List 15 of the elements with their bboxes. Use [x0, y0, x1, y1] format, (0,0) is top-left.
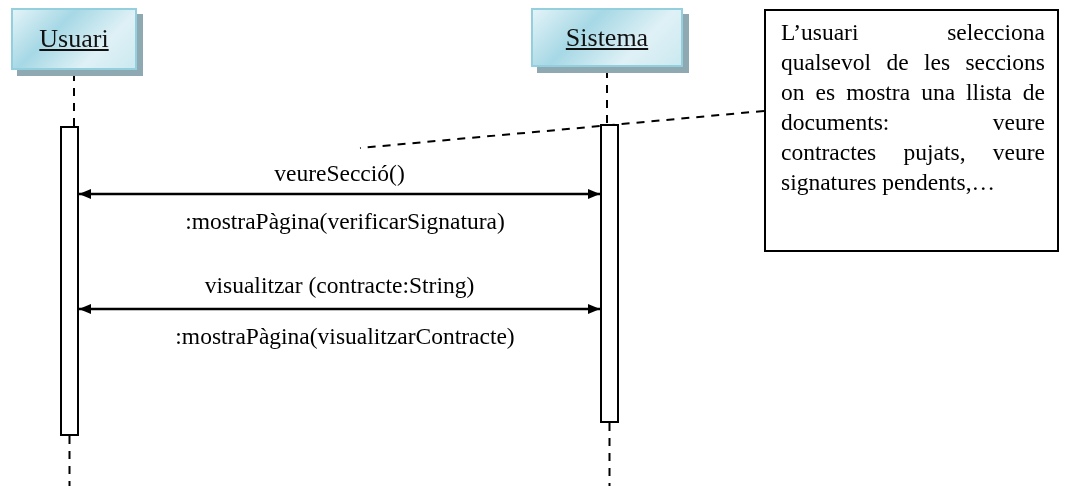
lifeline — [68, 435, 71, 486]
activation-bar — [60, 126, 79, 436]
message-arrow — [79, 304, 600, 314]
return-message-label: :mostraPàgina(visualitzarContracte) — [175, 323, 515, 350]
lifeline-name: Sistema — [565, 22, 649, 53]
leader-line — [359, 110, 765, 149]
return-message-label: :mostraPàgina(verificarSignatura) — [185, 208, 505, 235]
lifeline-name: Usuari — [39, 24, 109, 54]
note-box — [764, 9, 1059, 252]
note-text: L’usuari selecciona qualsevol de les seccions on es mostra una llista de documents: veure contractes pujats, veure signatures pendents,… — [781, 18, 1045, 197]
message-label: visualitzar (contracte:String) — [204, 272, 475, 299]
message-label: veureSecció() — [274, 160, 405, 187]
lifeline — [608, 422, 611, 486]
message-arrow — [79, 189, 600, 199]
activation-bar — [600, 124, 619, 423]
